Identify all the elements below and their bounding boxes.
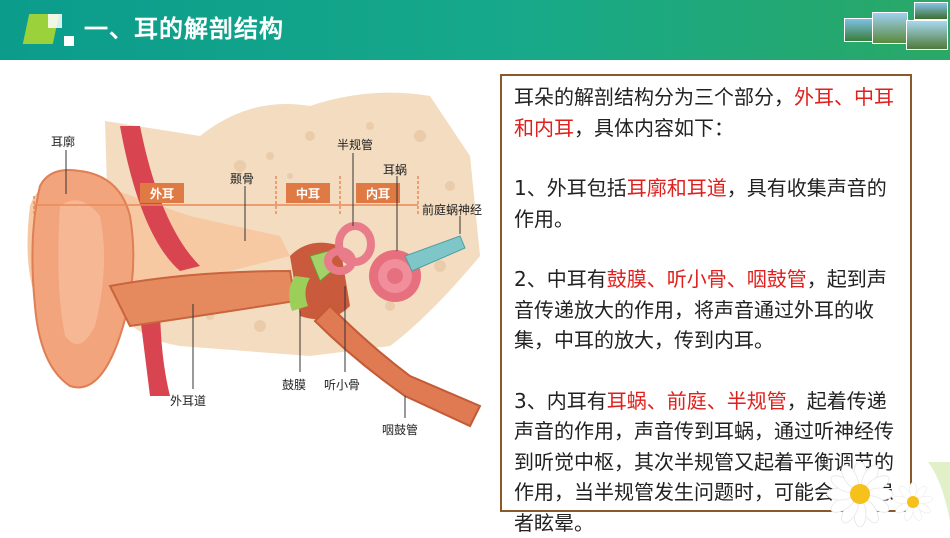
page-title: 一、耳的解剖结构	[84, 12, 284, 46]
daisy-decoration	[818, 462, 950, 534]
intro-text: 耳朵的解剖结构分为三个部分，	[514, 85, 794, 109]
label-temporal-bone: 颞骨	[230, 172, 254, 186]
header-bar: 一、耳的解剖结构	[0, 0, 950, 60]
label-external-ear: 外耳	[150, 186, 174, 201]
label-eustachian-tube: 咽鼓管	[382, 422, 418, 437]
label-eardrum: 鼓膜	[282, 378, 306, 392]
label-middle-ear: 中耳	[296, 186, 320, 201]
daisy-flower-small	[893, 482, 933, 522]
p2-text: 2、中耳有	[514, 267, 607, 291]
p3-text: 3、内耳有	[514, 389, 607, 413]
ear-anatomy-diagram: 外耳 中耳 内耳 耳廓 颞骨 半规管 耳蜗 前庭蜗神经 外耳道 鼓膜 听小骨 咽…	[10, 66, 492, 466]
label-ossicles: 听小骨	[324, 378, 360, 392]
header-photos	[840, 2, 950, 54]
ear-anatomy-illustration: 外耳 中耳 内耳 耳廓 颞骨 半规管 耳蜗 前庭蜗神经 外耳道 鼓膜 听小骨 咽…	[10, 66, 492, 466]
content-box: 耳朵的解剖结构分为三个部分，外耳、中耳和内耳，具体内容如下： 1、外耳包括耳廓和…	[500, 74, 912, 512]
daisy-flower	[827, 462, 893, 527]
header-decoration	[64, 36, 74, 46]
header-decoration	[48, 14, 62, 28]
label-auricle: 耳廓	[51, 134, 75, 149]
paragraph-external-ear: 1、外耳包括耳廓和耳道，具有收集声音的作用。	[514, 173, 898, 234]
label-vestibulocochlear-nerve: 前庭蜗神经	[422, 202, 482, 217]
p1-text: 1、外耳包括	[514, 176, 627, 200]
intro-paragraph: 耳朵的解剖结构分为三个部分，外耳、中耳和内耳，具体内容如下：	[514, 82, 898, 143]
label-ear-canal: 外耳道	[170, 394, 206, 408]
intro-text-end: ，具体内容如下：	[574, 116, 734, 140]
label-inner-ear: 内耳	[366, 186, 390, 201]
p2-highlight: 鼓膜、听小骨、咽鼓管	[607, 267, 807, 291]
label-cochlea: 耳蜗	[383, 162, 407, 177]
p3-highlight: 耳蜗、前庭、半规管	[607, 389, 787, 413]
p1-highlight: 耳廓和耳道	[627, 176, 727, 200]
leaf-decoration	[928, 462, 950, 522]
label-semicircular-canals: 半规管	[337, 137, 373, 152]
paragraph-middle-ear: 2、中耳有鼓膜、听小骨、咽鼓管，起到声音传递放大的作用，将声音通过外耳的收集，中…	[514, 264, 898, 356]
